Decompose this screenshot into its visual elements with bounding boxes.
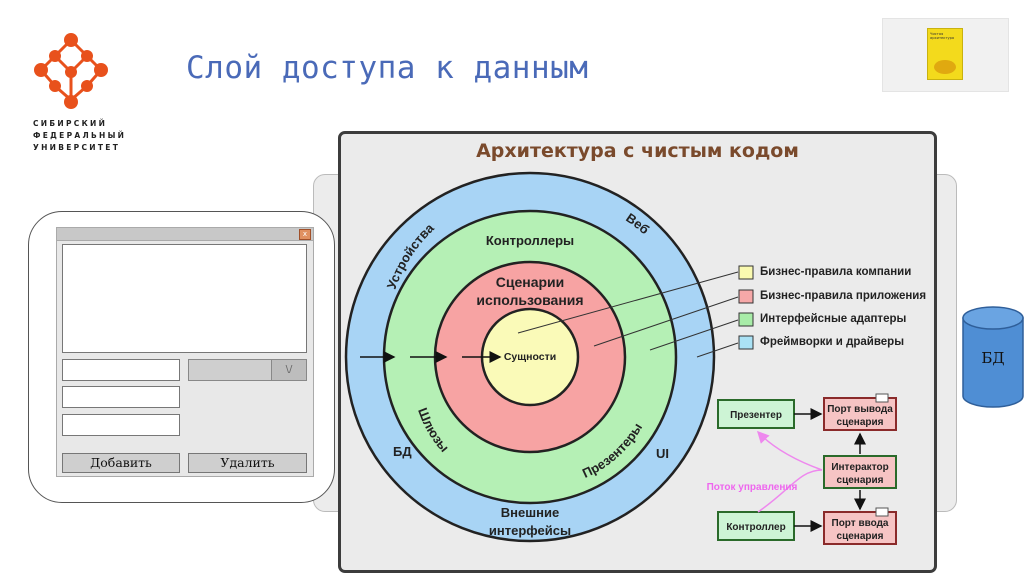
legend-item-3: Интерфейсные адаптеры <box>760 313 907 325</box>
legend-swatch-4 <box>738 335 754 350</box>
legend-swatch-1 <box>738 265 754 280</box>
text-field-1[interactable] <box>62 359 180 381</box>
architecture-diagram-canvas: Устройства Веб БД UI Внешние интерфейсы … <box>344 171 897 545</box>
legend-item-4: Фреймворки и драйверы <box>760 336 905 348</box>
label-external-2: интерфейсы <box>489 523 571 538</box>
book-cover: Чистая архитектура <box>927 28 963 80</box>
output-port-label-2: сценария <box>837 417 884 428</box>
presenter-label: Презентер <box>730 410 782 421</box>
label-use-cases: Сценарии <box>496 274 565 290</box>
interactor-box <box>823 455 897 489</box>
legend-pointer-4 <box>696 342 739 358</box>
university-logo-icon <box>34 33 108 109</box>
form-window: x \/ Добавить Удалить <box>56 227 314 477</box>
label-ui: UI <box>656 446 669 461</box>
book-cover-art-icon <box>934 60 956 74</box>
add-button[interactable]: Добавить <box>62 453 180 473</box>
output-port-label-1: Порт вывода <box>827 404 893 415</box>
text-field-2[interactable] <box>62 386 180 408</box>
label-use-cases-2: использования <box>476 292 583 308</box>
label-controllers: Контроллеры <box>486 233 574 248</box>
window-title-bar[interactable]: x <box>57 228 313 241</box>
output-port-box <box>823 397 897 431</box>
control-flow-arrow <box>758 432 823 513</box>
slide-title: Слой доступа к данным <box>186 50 589 86</box>
database-label: БД <box>981 349 1005 367</box>
legend-pointer-2 <box>593 296 739 347</box>
control-flow-label: Поток управления <box>707 482 798 493</box>
legend-pointer-1 <box>517 271 739 334</box>
legend-item-1: Бизнес-правила компании <box>760 266 912 278</box>
legend-swatch-2 <box>738 289 754 304</box>
list-box[interactable] <box>62 244 307 353</box>
diagram-title: Архитектура с чистым кодом <box>476 140 799 162</box>
database-icon <box>962 306 1024 408</box>
interactor-label-1: Интерактор <box>831 462 888 473</box>
controller-label: Контроллер <box>726 522 785 533</box>
interactor-label-2: сценария <box>837 475 884 486</box>
input-port-interface-icon <box>875 507 889 517</box>
input-port-label-2: сценария <box>837 531 884 542</box>
output-port-interface-icon <box>875 393 889 403</box>
close-icon[interactable]: x <box>299 229 311 240</box>
chevron-down-icon[interactable]: \/ <box>271 360 306 380</box>
legend-item-2: Бизнес-правила приложения <box>760 290 927 302</box>
legend-swatch-3 <box>738 312 754 327</box>
label-external: Внешние <box>501 505 559 520</box>
label-outer-db: БД <box>393 444 412 459</box>
legend-pointer-3 <box>649 319 739 351</box>
input-port-box <box>823 511 897 545</box>
university-name: СИБИРСКИЙ ФЕДЕРАЛЬНЫЙ УНИВЕРСИТЕТ <box>33 119 127 152</box>
input-port-label-1: Порт ввода <box>832 518 889 529</box>
delete-button[interactable]: Удалить <box>188 453 307 473</box>
text-field-3[interactable] <box>62 414 180 436</box>
combo-box[interactable]: \/ <box>188 359 307 381</box>
label-entities: Сущности <box>504 351 556 363</box>
